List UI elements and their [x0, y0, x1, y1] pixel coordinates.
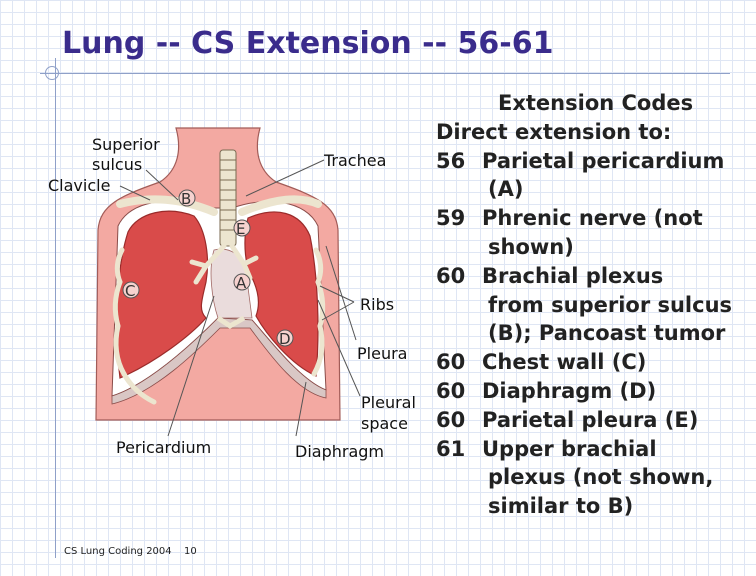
code-item-line: similar to B) [436, 492, 754, 521]
code-item-line: plexus (not shown, [436, 463, 754, 492]
leader-lines [119, 159, 361, 437]
label-trachea: Trachea [323, 151, 386, 170]
trachea [219, 149, 237, 247]
code-item-line: (A) [436, 175, 754, 204]
page-number: 10 [184, 546, 197, 557]
marker-b-circle [178, 189, 196, 207]
code-description: Phrenic nerve (not [482, 206, 703, 231]
code-description: Upper brachial [482, 436, 657, 461]
code-items: 56 Parietal pericardium (A) 59 Phrenic nerve… [436, 147, 754, 521]
code-item-line: 60 Chest wall (C) [436, 348, 754, 377]
ribs [112, 247, 326, 405]
label-clavicle: Clavicle [48, 176, 110, 195]
code-number: 61 [436, 436, 466, 461]
code-number: 60 [436, 350, 466, 375]
code-item-line: 60 Brachial plexus [436, 262, 754, 291]
code-description: Brachial plexus [482, 263, 664, 288]
code-number-spacer [436, 319, 482, 348]
code-description: shown) [488, 234, 574, 259]
marker-d: D [279, 330, 291, 348]
marker-e-circle [233, 219, 251, 237]
code-item-line: 60 Diaphragm (D) [436, 377, 754, 406]
code-number-spacer [436, 291, 482, 320]
code-item-line: shown) [436, 233, 754, 262]
code-number-spacer [436, 492, 482, 521]
diaphragm [111, 317, 327, 405]
code-description: Chest wall (C) [482, 350, 647, 375]
marker-c: C [125, 282, 135, 300]
code-item-line: 56 Parietal pericardium [436, 147, 754, 176]
rule-ornament [45, 66, 59, 80]
clavicle-right [116, 195, 218, 216]
code-description: plexus (not shown, [488, 465, 714, 490]
label-superior-sulcus-line2: sulcus [92, 155, 142, 174]
code-item-line: 60 Parietal pleura (E) [436, 406, 754, 435]
marker-c-circle [122, 281, 140, 299]
marker-a: A [236, 274, 247, 292]
code-description: Parietal pericardium [482, 148, 725, 173]
label-pericardium: Pericardium [116, 438, 211, 457]
code-description: (B); Pancoast tumor [488, 321, 726, 346]
marker-a-circle [233, 273, 251, 291]
mediastinum [210, 248, 253, 319]
margin-rule [55, 58, 56, 558]
code-number: 56 [436, 148, 466, 173]
code-number-spacer [436, 463, 482, 492]
tracheal-rings [220, 159, 236, 231]
code-number: 60 [436, 407, 466, 432]
label-pleural-space-line1: Pleural [361, 393, 416, 412]
marker-e: E [236, 220, 245, 238]
clavicle-left [238, 195, 322, 216]
codes-subheading: Direct extension to: [436, 119, 672, 144]
code-number-spacer [436, 233, 482, 262]
bronchial-tree [189, 243, 259, 285]
code-description: Diaphragm (D) [482, 378, 657, 403]
sternum [216, 315, 246, 329]
code-description: Parietal pleura (E) [482, 407, 699, 432]
footer-source: CS Lung Coding 2004 [64, 546, 172, 557]
label-superior-sulcus-line1: Superior [92, 135, 160, 154]
code-item-line: (B); Pancoast tumor [436, 319, 754, 348]
code-number: 60 [436, 263, 466, 288]
label-pleural-space-line2: space [361, 414, 408, 433]
codes-heading: Extension Codes [498, 91, 694, 115]
label-pleura: Pleura [357, 344, 407, 363]
title-rule [40, 73, 730, 74]
marker-d-circle [276, 329, 294, 347]
code-description: (A) [488, 177, 524, 202]
code-item-line: 59 Phrenic nerve (not [436, 204, 754, 233]
code-number: 60 [436, 378, 466, 403]
marker-b: B [181, 190, 191, 208]
label-diaphragm: Diaphragm [295, 442, 384, 461]
slide-title: Lung -- CS Extension -- 56-61 [62, 26, 554, 61]
code-item-line: 61 Upper brachial [436, 435, 754, 464]
label-ribs: Ribs [360, 295, 394, 314]
code-description: from superior sulcus [488, 292, 733, 317]
code-number: 59 [436, 206, 466, 231]
code-number-spacer [436, 175, 482, 204]
code-description: similar to B) [488, 494, 634, 519]
code-item-line: from superior sulcus [436, 291, 754, 320]
